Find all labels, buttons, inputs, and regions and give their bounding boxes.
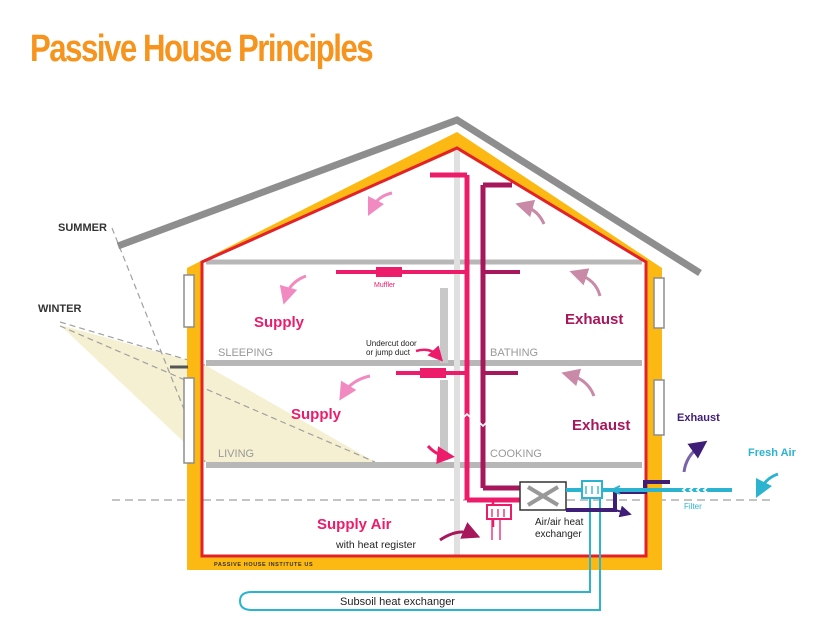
exhaust-arrow-attic xyxy=(515,199,546,225)
exhaust-upper-label: Exhaust xyxy=(565,311,623,328)
undercut-door-lower xyxy=(440,380,448,460)
supply-arrow-lower xyxy=(339,374,371,401)
window-right-upper xyxy=(653,277,665,329)
exhaust-outside-label: Exhaust xyxy=(677,412,720,424)
winter-label: WINTER xyxy=(38,303,81,315)
room-sleeping: SLEEPING xyxy=(218,347,273,359)
exhaust-duct xyxy=(480,182,528,491)
room-cooking: COOKING xyxy=(490,448,542,460)
filter-label: Filter xyxy=(684,502,702,511)
room-bathing: BATHING xyxy=(490,347,538,359)
undercut-arrow xyxy=(415,345,443,362)
summer-label: SUMMER xyxy=(58,222,107,234)
window-left-upper xyxy=(183,274,195,328)
exhaust-arrow-lower xyxy=(561,368,596,397)
undercut-label-2: or jump duct xyxy=(366,348,411,357)
supply-air-label: Supply Air xyxy=(317,516,392,533)
supply-air-arrow xyxy=(439,522,481,542)
undercut-label-1: Undercut door xyxy=(366,339,417,348)
institute-credit: PASSIVE HOUSE INSTITUTE US xyxy=(214,562,313,568)
airtight-layer xyxy=(200,146,648,558)
duct-penetration-arrows xyxy=(460,412,490,428)
subsoil-label: Subsoil heat exchanger xyxy=(340,596,455,608)
subsoil-heat-exchanger-loop xyxy=(238,490,601,611)
exhaust-lower-label: Exhaust xyxy=(572,417,630,434)
room-living: LIVING xyxy=(218,448,254,460)
filter xyxy=(681,483,712,497)
heat-exchanger-label-2: exchanger xyxy=(535,529,582,540)
exhaust-arrow-upper xyxy=(569,268,602,297)
supply-arrow-attic xyxy=(367,191,393,217)
undercut-door xyxy=(440,288,448,363)
heat-register xyxy=(486,504,512,520)
window-left-lower xyxy=(183,377,195,464)
heat-register-label: with heat register xyxy=(335,539,416,551)
supply-upper-label: Supply xyxy=(254,314,305,331)
fresh-air-label: Fresh Air xyxy=(748,447,797,459)
fresh-air-inflow-arrow xyxy=(609,485,621,495)
sun-ray-area xyxy=(59,227,376,463)
heat-exchanger-label-1: Air/air heat xyxy=(535,517,584,528)
supply-arrow-living xyxy=(426,444,455,465)
muffler-label: Muffler xyxy=(374,282,396,289)
exhaust-outside-arrow xyxy=(682,440,708,473)
fresh-air-arrow xyxy=(755,472,779,499)
roof xyxy=(116,116,702,276)
supply-lower-label: Supply xyxy=(291,406,342,423)
muffler-lower xyxy=(420,368,446,378)
window-right-lower xyxy=(653,379,665,436)
page-title: Passive House Principles xyxy=(30,28,374,70)
supply-arrow-upper xyxy=(279,274,307,305)
muffler-upper xyxy=(376,267,402,277)
